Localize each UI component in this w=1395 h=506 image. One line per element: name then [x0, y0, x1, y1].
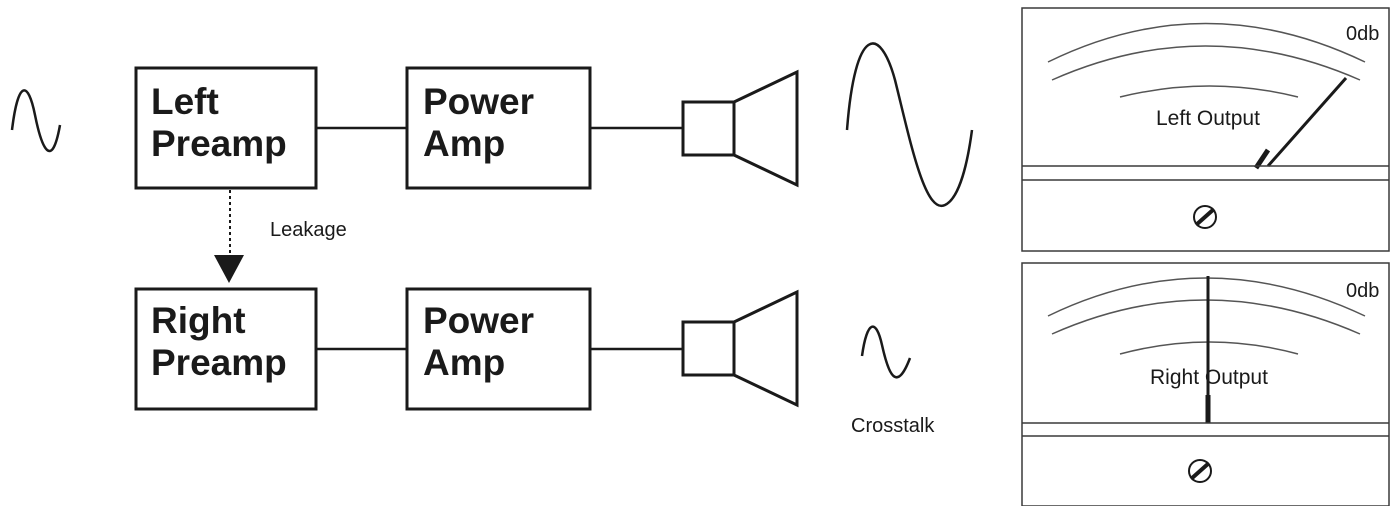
crosstalk-label: Crosstalk	[851, 415, 935, 437]
right-meter-adjust-screw-icon	[1188, 459, 1212, 483]
right-meter-scale-arc-outer	[1047, 277, 1366, 317]
right-meter-0db-label: 0db	[1346, 280, 1379, 302]
leakage-arrowhead	[214, 255, 244, 283]
right-power-amp-label-line1: Power	[423, 300, 534, 341]
right-preamp-block: Right Preamp	[134, 287, 318, 411]
left-preamp-label-line2: Preamp	[151, 123, 287, 164]
left-meter-scale-arc-middle	[1051, 45, 1361, 81]
crosstalk-wave	[860, 325, 912, 379]
right-output-meter: 0db Right Output	[1021, 262, 1390, 506]
left-meter-scale-arc-outer	[1047, 22, 1366, 63]
left-power-amp-label-line1: Power	[423, 81, 534, 122]
left-preamp-block: Left Preamp	[134, 66, 318, 190]
left-speaker-magnet	[681, 100, 736, 157]
left-power-amp-box	[405, 66, 592, 190]
right-speaker-cone	[732, 289, 799, 408]
left-meter-0db-label: 0db	[1346, 23, 1379, 45]
input-sine-wave	[10, 89, 62, 153]
left-output-wave	[845, 42, 974, 208]
right-power-amp-block: Power Amp	[405, 287, 592, 411]
left-meter-needle	[1266, 77, 1348, 167]
leakage-label: Leakage	[270, 219, 347, 241]
right-preamp-label-line2: Preamp	[151, 342, 287, 383]
right-speaker-icon	[681, 289, 799, 408]
right-preamp-label-line1: Right	[151, 300, 246, 341]
left-speaker-icon	[681, 69, 799, 188]
left-meter-label: Left Output	[1156, 107, 1260, 130]
right-speaker-magnet	[681, 320, 736, 377]
right-power-amp-label-line2: Amp	[423, 342, 505, 383]
left-speaker-cone	[732, 69, 799, 188]
left-meter-needle-base	[1253, 148, 1271, 170]
left-power-amp-label-line2: Amp	[423, 123, 505, 164]
right-meter-scale-arc-middle	[1051, 299, 1361, 335]
left-preamp-label-line1: Left	[151, 81, 219, 122]
left-meter-adjust-screw-icon	[1193, 205, 1217, 229]
left-preamp-box	[134, 66, 318, 190]
left-meter-scale-arc-inner	[1119, 85, 1299, 98]
left-output-meter: 0db Left Output	[1021, 7, 1390, 252]
left-power-amp-block: Power Amp	[405, 66, 592, 190]
right-preamp-box	[134, 287, 318, 411]
